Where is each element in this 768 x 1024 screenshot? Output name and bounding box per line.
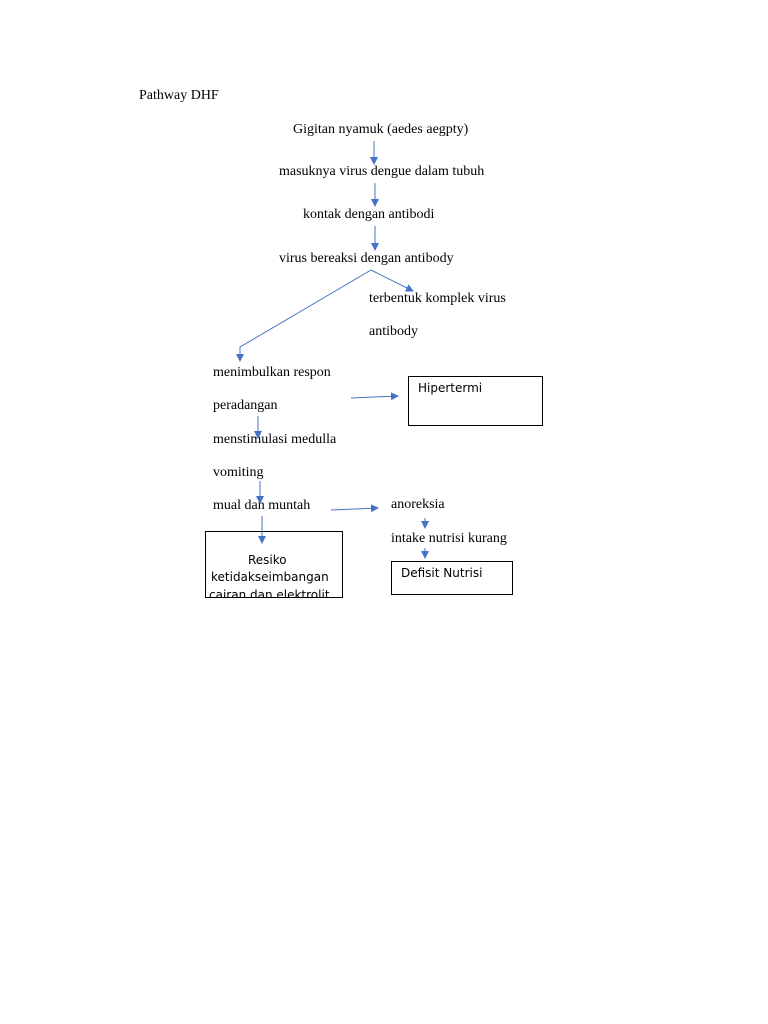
node-bereaksi: virus bereaksi dengan antibody (279, 251, 454, 266)
node-respon-line2: peradangan (213, 398, 278, 413)
node-stimulasi-line1: menstimulasi medulla (213, 432, 337, 447)
node-stimulasi-line2: vomiting (213, 465, 264, 480)
resiko-label-line3: cairan dan elektrolit (209, 588, 330, 598)
node-mual: mual dan muntah (213, 498, 311, 513)
arrow-respon-to-hipertermi (350, 392, 399, 401)
page-title: Pathway DHF (139, 88, 219, 103)
defisit-label: Defisit Nutrisi (401, 566, 483, 580)
arrow-bereaksi-to-respon (236, 269, 372, 362)
hipertermi-box: Hipertermi (408, 376, 543, 426)
node-intake: intake nutrisi kurang (391, 531, 507, 546)
node-anoreksia: anoreksia (391, 497, 445, 512)
node-gigitan: Gigitan nyamuk (aedes aegpty) (293, 122, 469, 137)
node-komplek-line1: terbentuk komplek virus (369, 291, 506, 306)
node-masuknya: masuknya virus dengue dalam tubuh (279, 164, 485, 179)
defisit-box: Defisit Nutrisi (391, 561, 513, 595)
arrow-bereaksi-to-komplek (370, 269, 414, 292)
node-komplek-line2: antibody (369, 324, 418, 339)
resiko-box: Resiko ketidakseimbangan cairan dan elek… (205, 531, 343, 598)
arrow-mual-to-anoreksia (330, 504, 379, 513)
resiko-label-line2: ketidakseimbangan (211, 570, 329, 584)
hipertermi-label: Hipertermi (418, 381, 483, 395)
resiko-label-line1: Resiko (248, 553, 287, 567)
node-respon-line1: menimbulkan respon (213, 365, 331, 380)
node-kontak: kontak dengan antibodi (303, 207, 435, 222)
